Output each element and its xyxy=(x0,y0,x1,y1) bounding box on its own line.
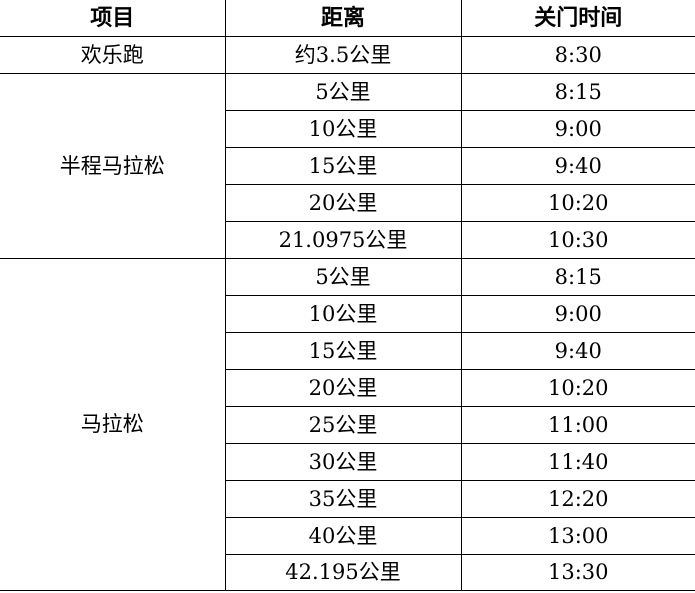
event-name-fun-run: 欢乐跑 xyxy=(0,36,226,74)
distance-cell: 15公里 xyxy=(225,147,462,185)
header-event: 项目 xyxy=(0,0,226,37)
distance-cell: 20公里 xyxy=(225,184,462,222)
distance-cell: 5公里 xyxy=(224,73,462,111)
table-row: 42.195公里 13:30 xyxy=(0,554,695,591)
cutoff-cell: 10:30 xyxy=(460,221,695,259)
cutoff-cell: 9:00 xyxy=(460,295,695,333)
distance-cell: 30公里 xyxy=(225,443,462,481)
cutoff-cell: 10:20 xyxy=(460,184,695,222)
table-row: 10公里 9:00 xyxy=(0,295,695,333)
header-cutoff-time: 关门时间 xyxy=(460,0,695,37)
distance-cell: 25公里 xyxy=(225,406,462,444)
event-name-marathon: 马拉松 xyxy=(0,258,226,591)
table-row: 欢乐跑 约3.5公里 8:30 xyxy=(0,36,695,74)
distance-cell: 10公里 xyxy=(225,295,462,333)
cutoff-cell: 9:40 xyxy=(460,332,695,370)
event-name-half-marathon: 半程马拉松 xyxy=(0,73,226,259)
distance-cell: 15公里 xyxy=(225,332,462,370)
cutoff-cell: 12:20 xyxy=(460,480,695,518)
distance-cell: 5公里 xyxy=(224,258,462,296)
distance-cell: 20公里 xyxy=(225,369,462,407)
table-row: 21.0975公里 10:30 xyxy=(0,221,695,259)
table-header: 项目 距离 关门时间 xyxy=(0,0,695,37)
table-row: 20公里 10:20 xyxy=(0,369,695,407)
table-row: 10公里 9:00 xyxy=(0,110,695,148)
table-row: 30公里 11:40 xyxy=(0,443,695,481)
distance-cell: 40公里 xyxy=(225,517,462,555)
cutoff-cell: 13:00 xyxy=(460,517,695,555)
header-distance: 距离 xyxy=(224,0,462,37)
cutoff-cell: 9:00 xyxy=(460,110,695,148)
header-row: 项目 距离 关门时间 xyxy=(0,0,695,37)
cutoff-cell: 8:15 xyxy=(460,73,695,111)
cutoff-cell: 11:40 xyxy=(460,443,695,481)
cutoff-cell: 10:20 xyxy=(460,369,695,407)
table-row: 半程马拉松 5公里 8:15 xyxy=(0,73,695,259)
distance-cell: 35公里 xyxy=(225,480,462,518)
distance-cell: 21.0975公里 xyxy=(225,221,462,259)
table-row: 15公里 9:40 xyxy=(0,332,695,370)
table-row: 马拉松 5公里 8:15 xyxy=(0,258,695,591)
cutoff-cell: 9:40 xyxy=(460,147,695,185)
table-row: 25公里 11:00 xyxy=(0,406,695,444)
cutoff-cell: 8:30 xyxy=(460,36,695,74)
cutoff-cell: 11:00 xyxy=(460,406,695,444)
distance-cell: 42.195公里 xyxy=(225,554,462,591)
table-body: 欢乐跑 约3.5公里 8:30 半程马拉松 5公里 8:15 10公里 9:00… xyxy=(0,36,695,591)
cutoff-cell: 13:30 xyxy=(460,554,695,591)
distance-cell: 10公里 xyxy=(225,110,462,148)
cutoff-cell: 8:15 xyxy=(460,258,695,296)
distance-cell: 约3.5公里 xyxy=(224,36,462,74)
